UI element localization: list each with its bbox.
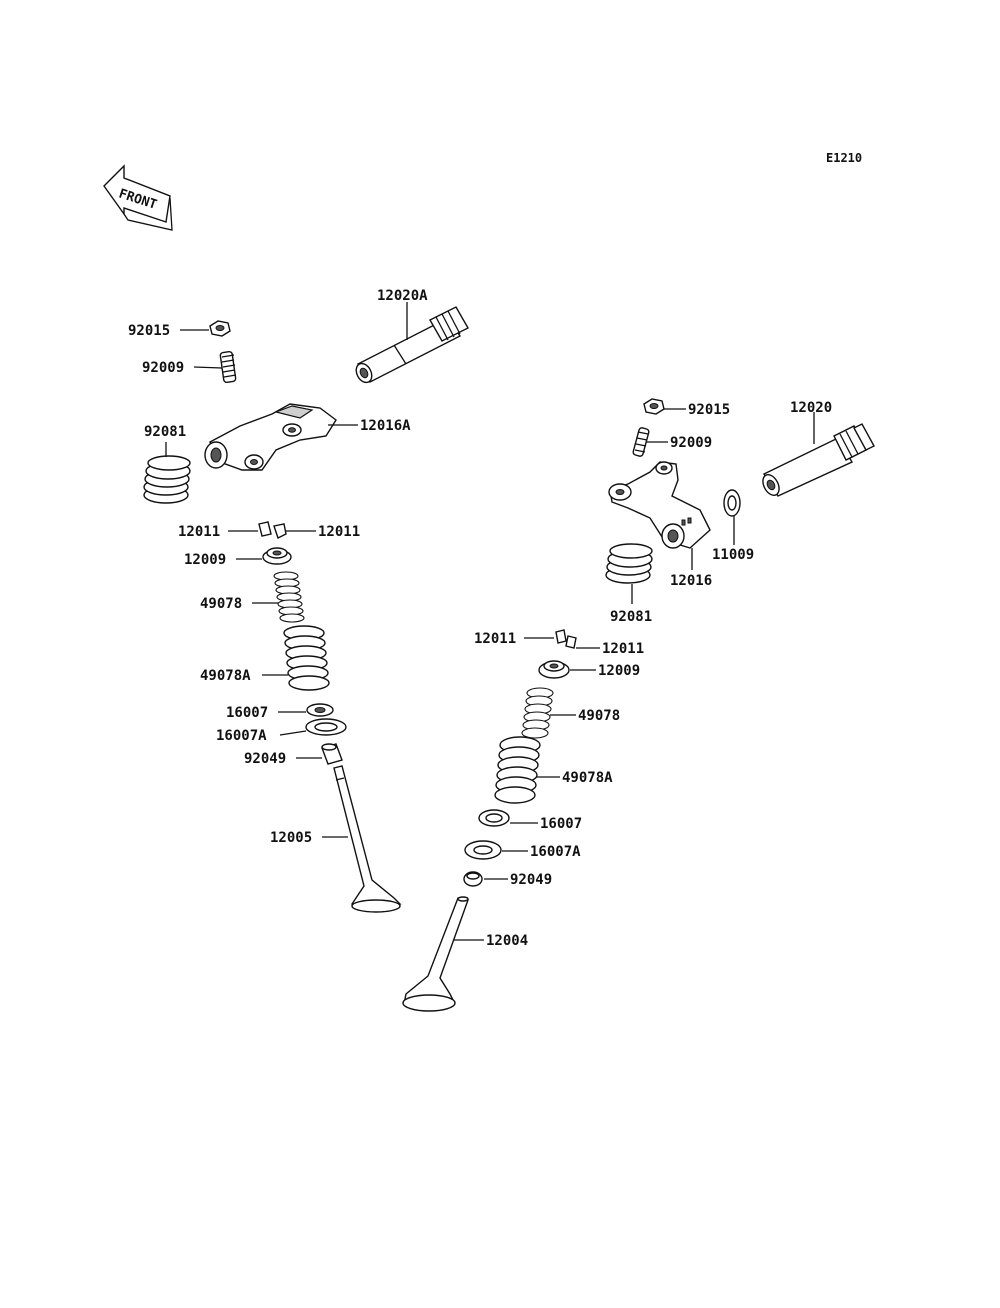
spring-seat-16007-right <box>478 809 510 827</box>
label-92081-left: 92081 <box>144 424 186 440</box>
label-12004: 12004 <box>486 933 528 949</box>
label-92081-right: 92081 <box>610 609 652 625</box>
label-12009-left: 12009 <box>184 552 226 568</box>
screw-92009-right <box>632 427 650 457</box>
label-49078A-left: 49078A <box>200 668 251 684</box>
label-16007-left: 16007 <box>226 705 268 721</box>
label-12009-right: 12009 <box>598 663 640 679</box>
label-92009-right: 92009 <box>670 435 712 451</box>
diagram-code: E1210 <box>826 151 862 165</box>
rocker-shaft-12020A <box>355 306 469 384</box>
spring-92081-right <box>605 543 653 584</box>
outer-spring-49078A-right <box>494 736 541 804</box>
inner-spring-49078-right <box>521 687 554 739</box>
nut-92015-left <box>209 320 231 337</box>
label-12016: 12016 <box>670 573 712 589</box>
oil-seal-92049-left <box>321 743 343 765</box>
label-92049-right: 92049 <box>510 872 552 888</box>
label-12020: 12020 <box>790 400 832 416</box>
label-16007A-right: 16007A <box>530 844 581 860</box>
label-92015-left: 92015 <box>128 323 170 339</box>
label-92009-left: 92009 <box>142 360 184 376</box>
spring-seat-16007A-right <box>464 840 502 860</box>
valve-12004 <box>402 896 469 1012</box>
collets-12011-left <box>258 521 287 539</box>
label-11009: 11009 <box>712 547 754 563</box>
valve-12005 <box>333 765 402 913</box>
washer-11009 <box>723 489 741 517</box>
label-12005: 12005 <box>270 830 312 846</box>
collets-12011-right <box>555 629 577 649</box>
retainer-12009-right <box>538 660 570 679</box>
front-arrow-icon: FRONT <box>103 164 173 231</box>
label-49078-right: 49078 <box>578 708 620 724</box>
rocker-shaft-12020 <box>762 423 875 497</box>
label-92015-right: 92015 <box>688 402 730 418</box>
label-16007A-left: 16007A <box>216 728 267 744</box>
oil-seal-92049-right <box>463 871 483 887</box>
label-16007-right: 16007 <box>540 816 582 832</box>
outer-spring-49078A-left <box>283 625 330 691</box>
spring-92081-left <box>143 455 191 504</box>
label-12011-right-b: 12011 <box>602 641 644 657</box>
spring-seat-16007A-left <box>305 718 347 736</box>
nut-92015-right <box>643 398 665 415</box>
spring-seat-16007-left <box>306 703 334 717</box>
inner-spring-49078-left <box>273 571 305 623</box>
label-49078A-right: 49078A <box>562 770 613 786</box>
rocker-arm-12016 <box>608 461 711 549</box>
rocker-arm-12016A <box>204 403 337 471</box>
label-12020A: 12020A <box>377 288 428 304</box>
label-49078-left: 49078 <box>200 596 242 612</box>
retainer-12009-left <box>262 547 292 565</box>
screw-92009-left <box>219 350 237 384</box>
label-12016A: 12016A <box>360 418 411 434</box>
label-12011-right-a: 12011 <box>474 631 516 647</box>
label-92049-left: 92049 <box>244 751 286 767</box>
label-12011-left-b: 12011 <box>318 524 360 540</box>
label-12011-left-a: 12011 <box>178 524 220 540</box>
